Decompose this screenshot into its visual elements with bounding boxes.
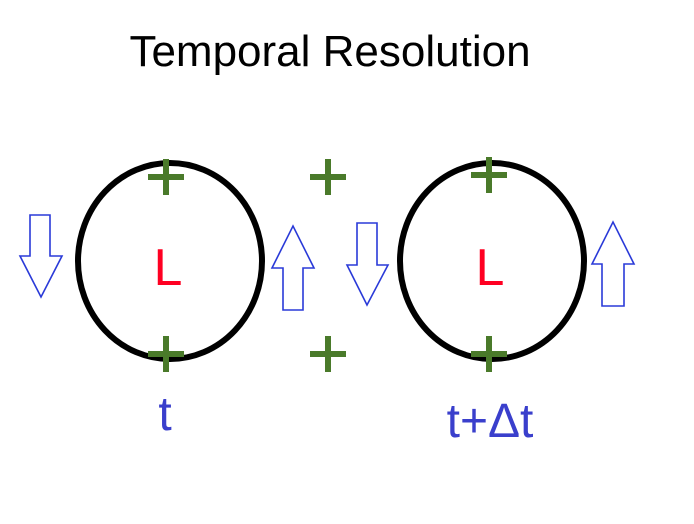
plus-icon [310,159,346,195]
center-label-t-plus-dt: L [476,239,505,297]
center-label-t: L [154,239,183,297]
diagram-title: Temporal Resolution [129,27,530,76]
plus-icon [471,157,507,193]
plus-icon [148,336,184,372]
up-arrow-icon [270,224,316,311]
plus-icon [310,336,346,372]
down-arrow-icon [345,222,390,307]
plus-icon [148,159,184,195]
time-label-t-plus-dt: t+Δt [447,395,534,448]
circle-t [75,160,265,362]
down-arrow-icon [18,214,64,299]
up-arrow-icon [590,220,636,307]
plus-icon [471,336,507,372]
time-label-t: t [158,388,171,441]
